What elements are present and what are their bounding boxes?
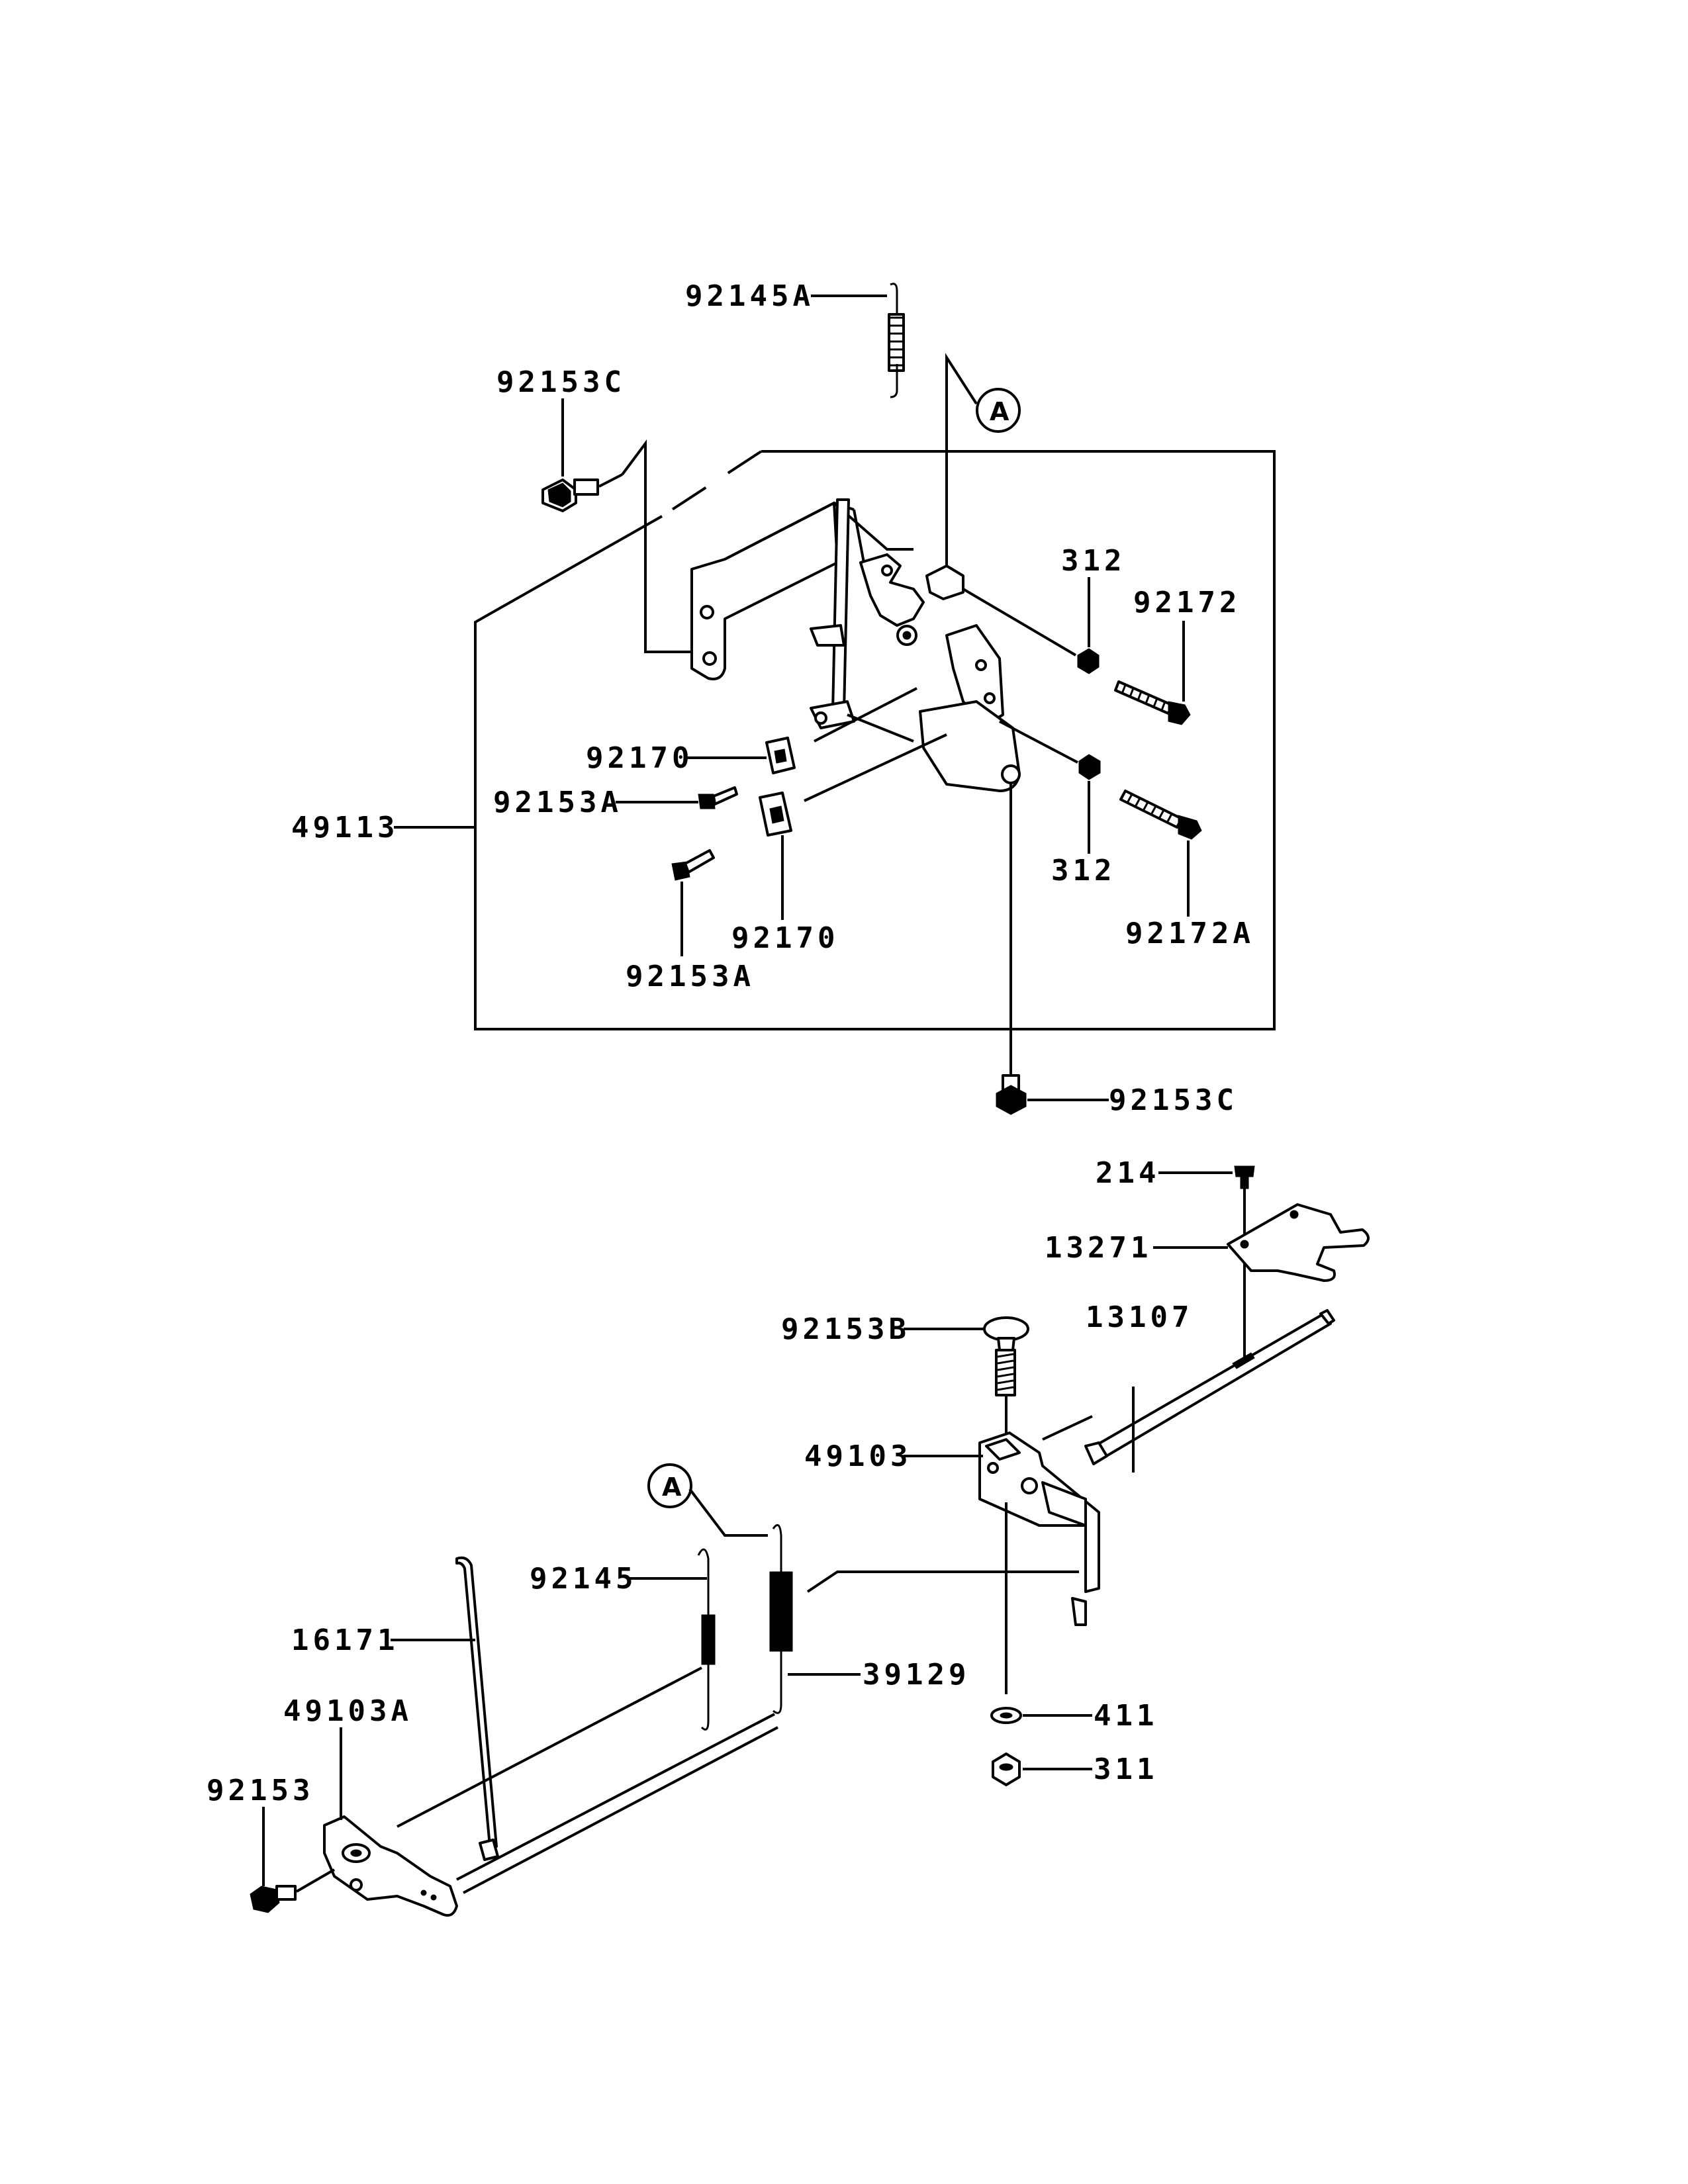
bracket-49103 [978,1432,1100,1626]
link-92170-b [804,733,947,802]
screw-92153A-b [671,849,715,881]
spring-92145 [697,1548,716,1731]
bolt-92153B [983,1316,1029,1396]
plate-13271 [1227,1203,1370,1282]
rod-16171 [455,1556,499,1861]
label-92145A: 92145A [685,279,814,313]
label-92153C-bot: 92153C [1109,1083,1238,1117]
label-92153A-a: 92153A [493,786,622,819]
label-49113: 49113 [291,811,399,844]
callout-a-bottom: A [647,1463,768,1537]
label-92153: 92153 [207,1774,314,1807]
label-92145: 92145 [530,1562,637,1596]
leader-bolt-line-a [962,588,1077,657]
label-13107: 13107 [1086,1300,1193,1334]
leader-bolt-line-b [999,720,1078,764]
link-92170-a [814,687,917,743]
label-312-a: 312 [1061,544,1125,578]
label-92153A-b: 92153A [626,960,755,993]
link-rod-lower [456,1713,775,1881]
label-214: 214 [1096,1156,1160,1190]
label-92172: 92172 [1133,586,1241,619]
bolt-92153 [250,1868,336,1913]
callout-a-bottom-text: A [662,1473,682,1502]
leader-92153C-top-path [621,439,695,653]
label-411: 411 [1094,1699,1158,1733]
screw-92153A-a [698,786,738,809]
washer-411 [990,1707,1022,1724]
spring-92145A [888,283,905,398]
clip-92170-b [759,792,792,837]
label-92170-a: 92170 [586,741,693,775]
control-bracket [690,498,1021,792]
label-39129: 39129 [863,1658,970,1692]
link-rod-upper [397,1666,702,1828]
callout-a-top: A [945,353,1021,576]
label-92153B: 92153B [781,1312,910,1346]
nut-311 [992,1752,1021,1786]
link-rod-lower-2 [463,1726,778,1894]
callout-a-top-text: A [990,397,1009,426]
plate-49103A [323,1815,458,1917]
label-92172A: 92172A [1125,917,1254,950]
group-box-49113 [474,450,1276,1030]
label-92170-b: 92170 [731,921,839,955]
label-49103: 49103 [804,1439,912,1473]
shaft-13107 [1084,1309,1335,1465]
nut-312-b [1078,754,1101,780]
label-13271: 13271 [1045,1231,1152,1265]
label-16171: 16171 [291,1623,399,1657]
label-49103A: 49103A [283,1694,412,1728]
label-92153C-top: 92153C [496,365,626,399]
bolt-92153C-top [541,473,623,512]
bolt-92172 [1114,680,1191,725]
link-49103-13107 [1042,1415,1093,1441]
clip-92170-a [765,737,796,774]
bolt-92172A [1119,790,1202,840]
label-311: 311 [1094,1752,1158,1786]
nut-312-a [1077,648,1100,674]
link-39129-49103 [806,1570,1079,1593]
label-312-b: 312 [1051,854,1115,887]
screw-214 [1234,1165,1255,1189]
bolt-92153C-bot [996,1074,1027,1115]
spring-39129 [769,1524,793,1714]
